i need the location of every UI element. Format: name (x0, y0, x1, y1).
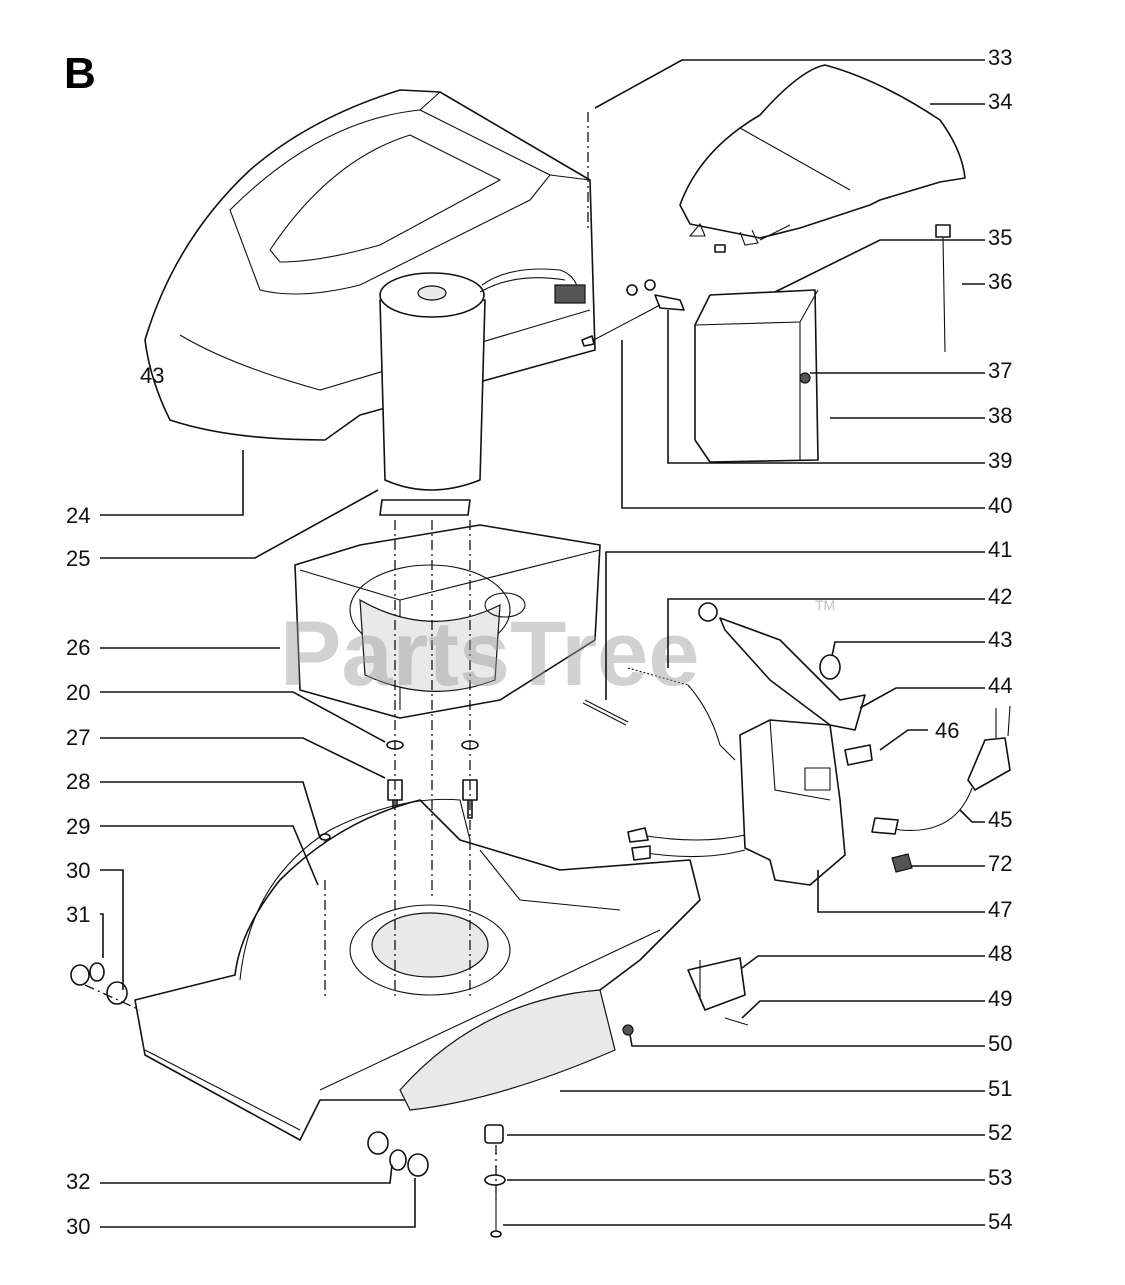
leader-line-40 (621, 340, 985, 509)
callout-34: 34 (988, 89, 1012, 114)
callout-42: 42 (988, 584, 1012, 609)
callout-33: 33 (988, 45, 1012, 70)
leader-line-41 (605, 551, 985, 700)
callout-39: 39 (988, 448, 1012, 473)
part-30-31-wheel-parts-left (70, 962, 128, 1005)
leader-line-47 (817, 870, 985, 913)
leader-line-39 (667, 310, 985, 464)
watermark-tm: TM (815, 597, 835, 613)
part-48-bracket (687, 957, 746, 1011)
leader-line-30 (100, 1178, 416, 1228)
callout-32: 32 (66, 1169, 90, 1194)
part-36-cable-tie (935, 224, 951, 353)
leader-line-48 (741, 955, 985, 969)
watermark-text: PartsTree (280, 603, 699, 705)
callout-30: 30 (66, 1214, 90, 1239)
part-50-nut (622, 1024, 634, 1036)
callout-29: 29 (66, 814, 90, 839)
part-44-lever (698, 602, 866, 731)
callout-72: 72 (988, 851, 1012, 876)
callout-49: 49 (988, 986, 1012, 1011)
section-letter: B (64, 49, 96, 98)
leader-line-45 (959, 809, 985, 823)
callout-40: 40 (988, 493, 1012, 518)
callout-27: 27 (66, 725, 90, 750)
callout-51: 51 (988, 1076, 1012, 1101)
callout-43: 43 (988, 627, 1012, 652)
callout-36: 36 (988, 269, 1012, 294)
callout-28: 28 (66, 769, 90, 794)
callout-26: 26 (66, 635, 90, 660)
callout-30: 30 (66, 858, 90, 883)
part-46-plug-clip (844, 744, 873, 766)
callout-44: 44 (988, 673, 1012, 698)
callout-31: 31 (66, 902, 90, 927)
part-39-terminal (626, 279, 685, 311)
part-49-pin (724, 1017, 749, 1026)
leader-line-20 (100, 691, 386, 743)
callout-48: 48 (988, 941, 1012, 966)
part-24-hood (144, 89, 596, 441)
callout-52: 52 (988, 1120, 1012, 1145)
callout-38: 38 (988, 403, 1012, 428)
callout-47: 47 (988, 897, 1012, 922)
callout-45: 45 (988, 807, 1012, 832)
leader-line-24 (100, 450, 244, 516)
leader-line-29 (100, 825, 319, 886)
callout-50: 50 (988, 1031, 1012, 1056)
left-leader-lines: 24 25 26 20 27 28 29 30 31 32 30 (66, 450, 416, 1239)
callout-41: 41 (988, 537, 1012, 562)
right-leader-lines: 33 34 35 36 37 38 39 40 41 42 43 44 45 72 47 48 49 50 51 52… (503, 45, 1012, 1234)
leader-line-28 (100, 781, 321, 839)
part-43-grommet (819, 654, 841, 680)
leader-line-27 (100, 737, 386, 779)
callout-24: 24 (66, 503, 90, 528)
leader-line-49 (741, 1000, 985, 1019)
part-42-spring (627, 667, 736, 761)
part-52-bushing (484, 1124, 504, 1144)
leader-line-25 (100, 489, 379, 559)
callout-20: 20 (66, 680, 90, 705)
part-45-mains-plug (871, 705, 1011, 835)
part-53-washer (484, 1174, 506, 1186)
hood-inline-label: 43 (140, 363, 164, 388)
part-deck (134, 798, 701, 1141)
callout-54: 54 (988, 1209, 1012, 1234)
part-30-32-wheel-parts-right (367, 1131, 429, 1177)
callout-35: 35 (988, 225, 1012, 250)
part-54-bolt (490, 1195, 502, 1238)
leader-line-42 (667, 598, 985, 668)
part-40-lead (581, 304, 661, 347)
callout-25: 25 (66, 546, 90, 571)
part-41-pin (582, 699, 629, 726)
leader-line-50 (629, 1034, 985, 1047)
callout-37: 37 (988, 358, 1012, 383)
plug-inline-label: 46 (935, 718, 959, 743)
part-38-battery (694, 289, 819, 463)
leader-line-43 (831, 641, 985, 657)
leader-line-44 (859, 687, 985, 709)
part-27-bolts (387, 779, 478, 819)
leader-line-33 (594, 59, 985, 109)
part-72-nut (891, 853, 913, 873)
part-25-motor (379, 268, 586, 516)
leader-line-35 (774, 239, 985, 293)
leader-line-31 (100, 913, 104, 958)
assembly-lines (84, 112, 589, 1200)
part-47-switch-box (627, 719, 846, 886)
leader-line-30 (100, 869, 124, 990)
part-34-lid (679, 64, 966, 246)
leader-line-32 (100, 1164, 393, 1184)
callout-53: 53 (988, 1165, 1012, 1190)
